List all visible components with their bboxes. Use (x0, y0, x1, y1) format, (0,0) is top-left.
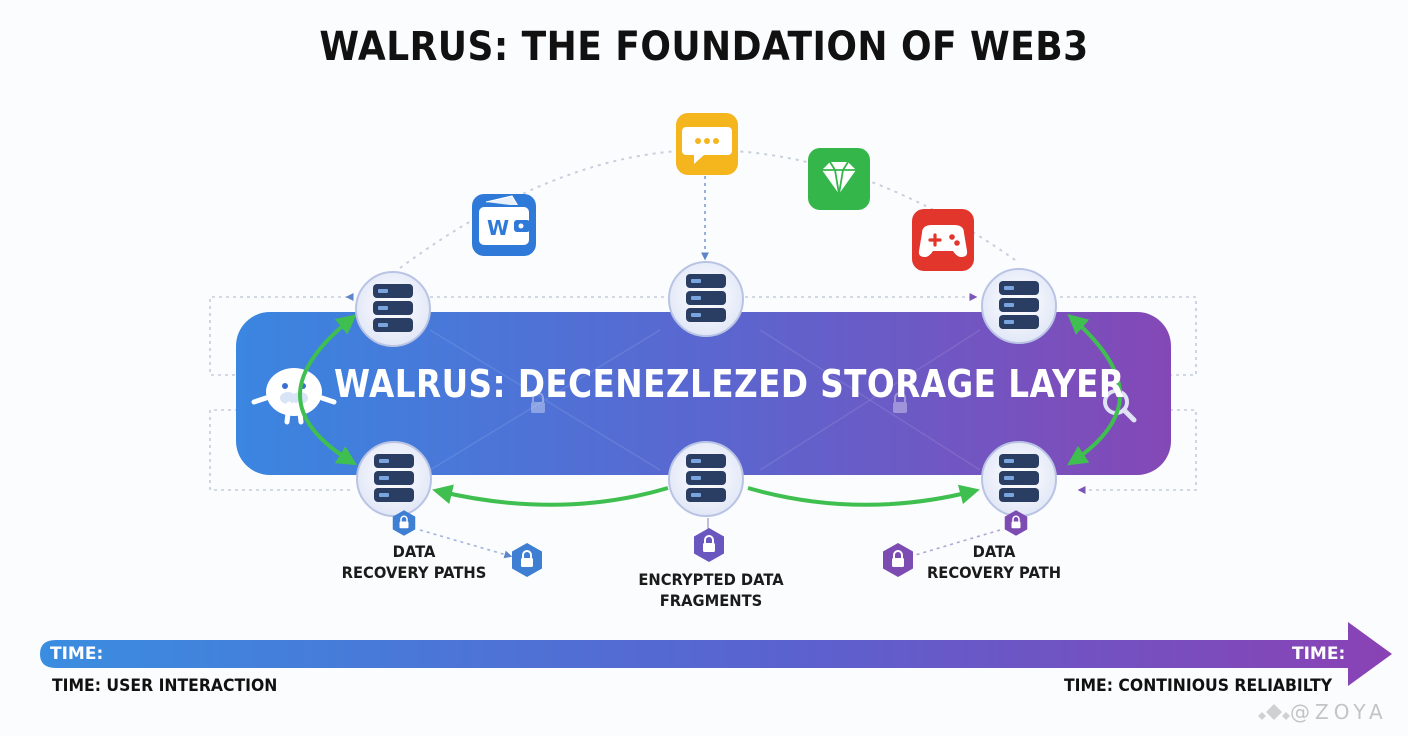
label-recovery-left: DATA RECOVERY PATHS (333, 541, 495, 583)
label-recovery-left-text: DATA RECOVERY PATHS (341, 542, 487, 582)
server-node-bottom-center (668, 441, 744, 517)
watermark-text: @ZOYA (1290, 700, 1388, 724)
label-encrypted-center-text: ENCRYPTED DATA FRAGMENTS (638, 570, 784, 610)
server-node-top-right (981, 268, 1057, 344)
storage-layer-band (236, 312, 1171, 475)
timeline-start-inner: TIME: (50, 644, 104, 664)
binance-watermark-icon (1258, 704, 1290, 720)
label-encrypted-center: ENCRYPTED DATA FRAGMENTS (636, 569, 785, 611)
gamepad-icon (912, 209, 974, 271)
diamond-icon (808, 148, 870, 210)
label-recovery-right: DATA RECOVERY PATH (922, 541, 1066, 583)
chat-icon (676, 113, 738, 175)
timeline-end-inner: TIME: (1292, 644, 1346, 664)
page-title: WALRUS: THE FOUNDATION OF WEB3 (319, 24, 1089, 70)
server-node-bottom-right (981, 441, 1057, 517)
wallet-letter: W (487, 216, 509, 240)
lock-icon-center (693, 527, 725, 563)
lock-icon-left (511, 542, 543, 578)
server-node-top-center (668, 261, 744, 337)
storage-layer-title: WALRUS: DECENEZLEZED STORAGE LAYER (334, 362, 1125, 406)
server-node-bottom-left (356, 441, 432, 517)
label-recovery-right-text: DATA RECOVERY PATH (926, 542, 1062, 582)
server-node-top-left (355, 271, 431, 347)
timeline-arrow (40, 622, 1392, 686)
lock-icon-right (882, 542, 914, 578)
timeline-end-label: TIME: CONTINIOUS RELIABILTY (1064, 676, 1333, 696)
walrus-logo (251, 368, 337, 425)
wallet-icon: W (472, 194, 536, 256)
timeline-start-label: TIME: USER INTERACTION (52, 676, 278, 696)
